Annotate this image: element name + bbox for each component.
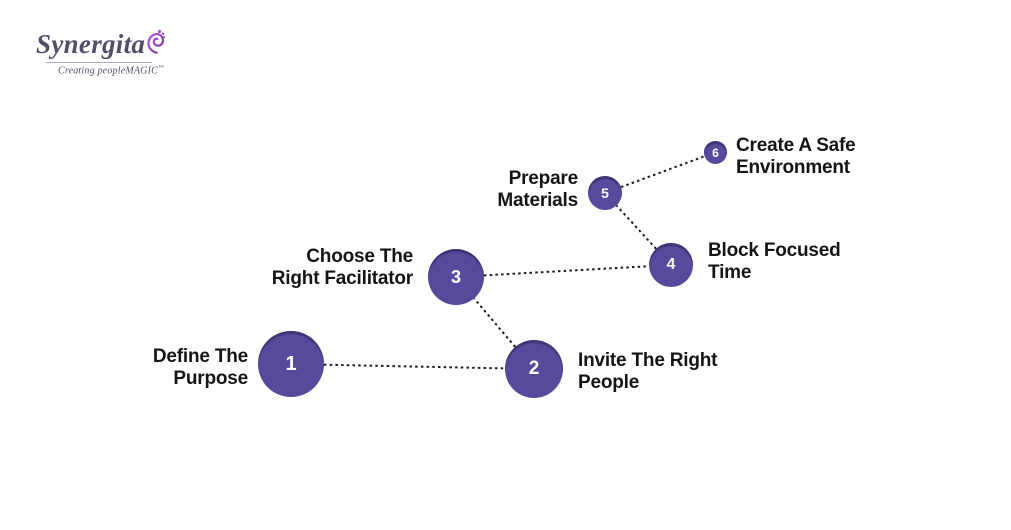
step-label-line: Time bbox=[708, 262, 752, 283]
step-node-2: 2 bbox=[505, 340, 563, 398]
trademark-mark: ™ bbox=[158, 65, 165, 71]
step-node-5: 5 bbox=[588, 176, 622, 210]
synergita-logo: Synergita Creating peopleMAGIC™ bbox=[36, 26, 166, 78]
step-label-6: Create A Safe Environment bbox=[736, 135, 856, 179]
step-node-3: 3 bbox=[428, 249, 484, 305]
tagline-text: Creating peopleMAGIC bbox=[58, 65, 159, 77]
step-label-2: Invite The Right People bbox=[578, 350, 718, 394]
connector-2-3 bbox=[473, 297, 516, 348]
step-number: 4 bbox=[666, 256, 676, 273]
step-node-4: 4 bbox=[649, 243, 693, 287]
step-number: 6 bbox=[712, 145, 719, 160]
step-number: 1 bbox=[285, 352, 297, 375]
step-label-line: Right Facilitator bbox=[271, 268, 413, 289]
connector-3-4 bbox=[483, 265, 650, 277]
step-label-line: Create A Safe bbox=[736, 135, 856, 156]
step-node-1: 1 bbox=[258, 331, 324, 397]
step-label-1: Define The Purpose bbox=[153, 346, 248, 390]
step-node-6: 6 bbox=[704, 141, 727, 164]
connector-1-2 bbox=[323, 363, 506, 370]
synergita-swirl-icon bbox=[147, 29, 166, 54]
step-label-line: Invite The Right bbox=[578, 350, 718, 371]
step-label-line: Block Focused bbox=[708, 240, 841, 261]
step-label-line: People bbox=[578, 372, 640, 393]
brand-name: Synergita bbox=[36, 29, 146, 59]
logo-divider bbox=[46, 62, 152, 63]
step-label-line: Materials bbox=[497, 190, 578, 211]
logo-tagline: Creating peopleMAGIC™ bbox=[58, 65, 164, 76]
step-label-line: Choose The bbox=[306, 246, 413, 267]
step-label-5: Prepare Materials bbox=[497, 168, 578, 212]
step-label-line: Prepare bbox=[508, 168, 579, 189]
step-label-4: Block Focused Time bbox=[708, 240, 841, 284]
step-number: 3 bbox=[450, 266, 461, 287]
step-label-line: Purpose bbox=[173, 368, 248, 389]
step-number: 5 bbox=[601, 185, 609, 201]
connector-5-6 bbox=[620, 155, 706, 189]
step-label-line: Environment bbox=[736, 157, 850, 178]
logo-brand-row: Synergita bbox=[36, 26, 166, 58]
step-label-line: Define The bbox=[152, 346, 248, 367]
step-number: 2 bbox=[528, 358, 540, 379]
step-label-3: Choose The Right Facilitator bbox=[272, 246, 413, 290]
connector-4-5 bbox=[615, 204, 657, 250]
